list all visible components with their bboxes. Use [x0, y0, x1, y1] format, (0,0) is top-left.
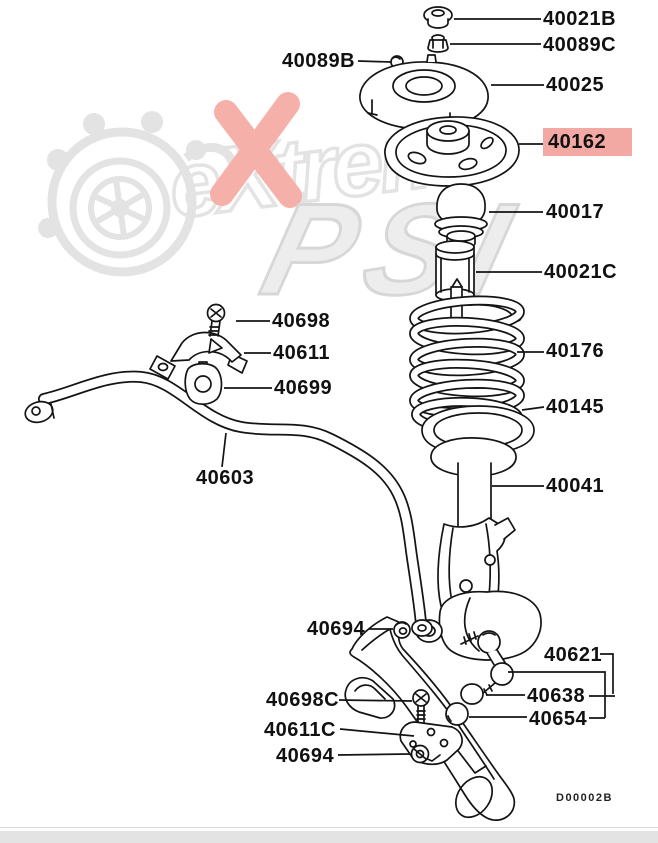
stabilizer-bracket-drawing	[149, 331, 248, 380]
part-label-40162[interactable]: 40162	[548, 131, 607, 153]
stabilizer-bolt-drawing	[206, 303, 226, 337]
upper-nut-drawing	[393, 621, 411, 639]
part-label-40603[interactable]: 40603	[196, 467, 255, 489]
strut-cap-nut-drawing	[423, 6, 453, 29]
part-label-40611[interactable]: 40611	[273, 342, 331, 364]
bottom-divider	[0, 827, 658, 828]
dust-cover-drawing	[435, 240, 475, 302]
stabilizer-bushing-drawing	[184, 361, 223, 406]
control-arm-drawing	[344, 616, 516, 821]
part-label-40145[interactable]: 40145	[546, 396, 605, 418]
part-label-40176[interactable]: 40176	[546, 340, 605, 362]
part-label-40611c[interactable]: 40611C	[264, 719, 336, 741]
drawing-code: D00002B	[556, 792, 613, 804]
watermark-red-x	[210, 92, 302, 208]
turbo-logo-icon	[38, 111, 241, 277]
strut-drawing	[430, 437, 517, 617]
spring-upper-seat-drawing	[384, 116, 520, 187]
stabilizer-link-drawing	[460, 630, 514, 696]
part-label-40017[interactable]: 40017	[546, 201, 605, 223]
part-label-40041[interactable]: 40041	[546, 475, 605, 497]
part-label-40021c[interactable]: 40021C	[544, 261, 618, 283]
part-label-40698[interactable]: 40698	[272, 310, 331, 332]
part-label-40694-upper[interactable]: 40694	[307, 618, 366, 640]
part-label-40089c[interactable]: 40089C	[543, 34, 617, 56]
part-label-40089b[interactable]: 40089B	[282, 50, 356, 72]
horizontal-scrollbar[interactable]	[0, 831, 658, 843]
part-label-40621[interactable]: 40621	[544, 644, 603, 666]
washer-drawing	[460, 683, 484, 705]
arm-bushing-drawing	[445, 702, 469, 726]
leader-lines	[221, 18, 615, 756]
part-label-40638[interactable]: 40638	[527, 685, 586, 707]
part-label-40021b[interactable]: 40021B	[543, 8, 617, 30]
part-label-40698c[interactable]: 40698C	[266, 689, 340, 711]
part-label-40699[interactable]: 40699	[274, 377, 333, 399]
knuckle-drawing	[415, 590, 542, 661]
stabilizer-bar-drawing	[24, 370, 433, 637]
part-label-40025[interactable]: 40025	[546, 74, 605, 96]
lower-nut-drawing	[410, 744, 430, 764]
part-label-40694-lower[interactable]: 40694	[276, 745, 335, 767]
mount-nut-drawing	[427, 34, 449, 53]
part-label-40654[interactable]: 40654	[529, 708, 588, 730]
arm-bolt-drawing	[412, 689, 430, 723]
highlight-box-40162[interactable]: 40162	[543, 128, 632, 156]
